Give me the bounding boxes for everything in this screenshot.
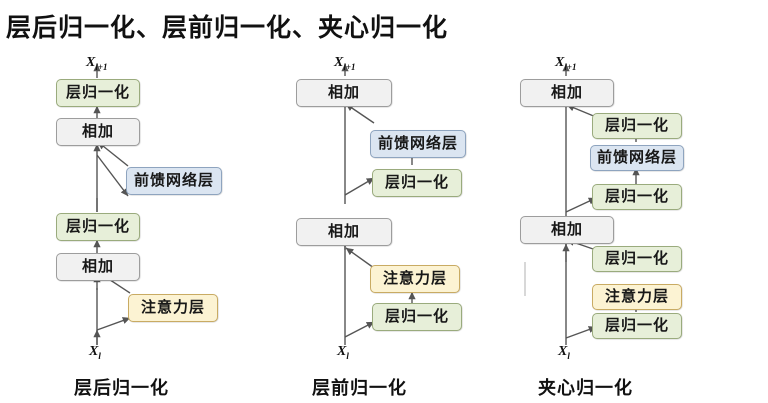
block-add-lower-col3[interactable]: 相加: [520, 216, 614, 244]
x-input-label-col2: Xl: [337, 344, 349, 361]
block-add-upper-col3[interactable]: 相加: [520, 79, 614, 107]
block-attention-col3[interactable]: 注意力层: [592, 284, 682, 310]
column-2-wires: [341, 63, 416, 345]
x-output-label-col3: Xl+1: [555, 55, 577, 72]
scan-artifact-mark: [524, 262, 526, 296]
x-output-label-col1: Xl+1: [86, 55, 108, 72]
x-output-label-col2: Xl+1: [334, 55, 356, 72]
page-title: 层后归一化、层前归一化、夹心归一化: [6, 15, 449, 42]
caption-col2: 层前归一化: [312, 378, 407, 398]
block-add-lower-col1[interactable]: 相加: [56, 253, 140, 281]
block-layernorm-ffn-col2[interactable]: 层归一化: [372, 169, 462, 197]
block-ffn-col3[interactable]: 前馈网络层: [590, 145, 684, 171]
block-attention-col1[interactable]: 注意力层: [128, 294, 218, 322]
block-attention-col2[interactable]: 注意力层: [370, 265, 460, 293]
diagram-column-pre-ln: Xl+1 相加 前馈网络层 层归一化 相加 注意力层 层归一化 Xl 层前归一化: [240, 0, 496, 403]
block-layernorm-attn-col2[interactable]: 层归一化: [372, 303, 462, 331]
block-layernorm-ffn-post-col3[interactable]: 层归一化: [592, 113, 682, 139]
block-layernorm-ffn-pre-col3[interactable]: 层归一化: [592, 184, 682, 210]
block-ffn-col1[interactable]: 前馈网络层: [126, 167, 222, 195]
x-input-label-col3: Xl: [558, 344, 570, 361]
diagram-column-sandwich-ln: Xl+1 相加 层归一化 前馈网络层 层归一化 相加 层归一化 注意力层 层归一…: [480, 0, 736, 403]
block-layernorm-top-col1[interactable]: 层归一化: [56, 79, 140, 107]
caption-col1: 层后归一化: [74, 378, 169, 398]
x-input-label-col1: Xl: [89, 344, 101, 361]
block-layernorm-attn-pre-col3[interactable]: 层归一化: [592, 313, 682, 339]
caption-col3: 夹心归一化: [538, 378, 633, 398]
block-layernorm-mid-col1[interactable]: 层归一化: [56, 213, 140, 241]
block-layernorm-attn-post-col3[interactable]: 层归一化: [592, 246, 682, 272]
diagram-column-post-ln: Xl+1 层归一化 相加 前馈网络层 层归一化 相加 注意力层 Xl 层后归一化: [0, 0, 256, 403]
block-ffn-col2[interactable]: 前馈网络层: [370, 130, 466, 158]
block-add-upper-col2[interactable]: 相加: [296, 79, 392, 107]
block-add-lower-col2[interactable]: 相加: [296, 218, 392, 246]
column-1-wires: [93, 63, 131, 345]
block-add-upper-col1[interactable]: 相加: [56, 118, 140, 146]
